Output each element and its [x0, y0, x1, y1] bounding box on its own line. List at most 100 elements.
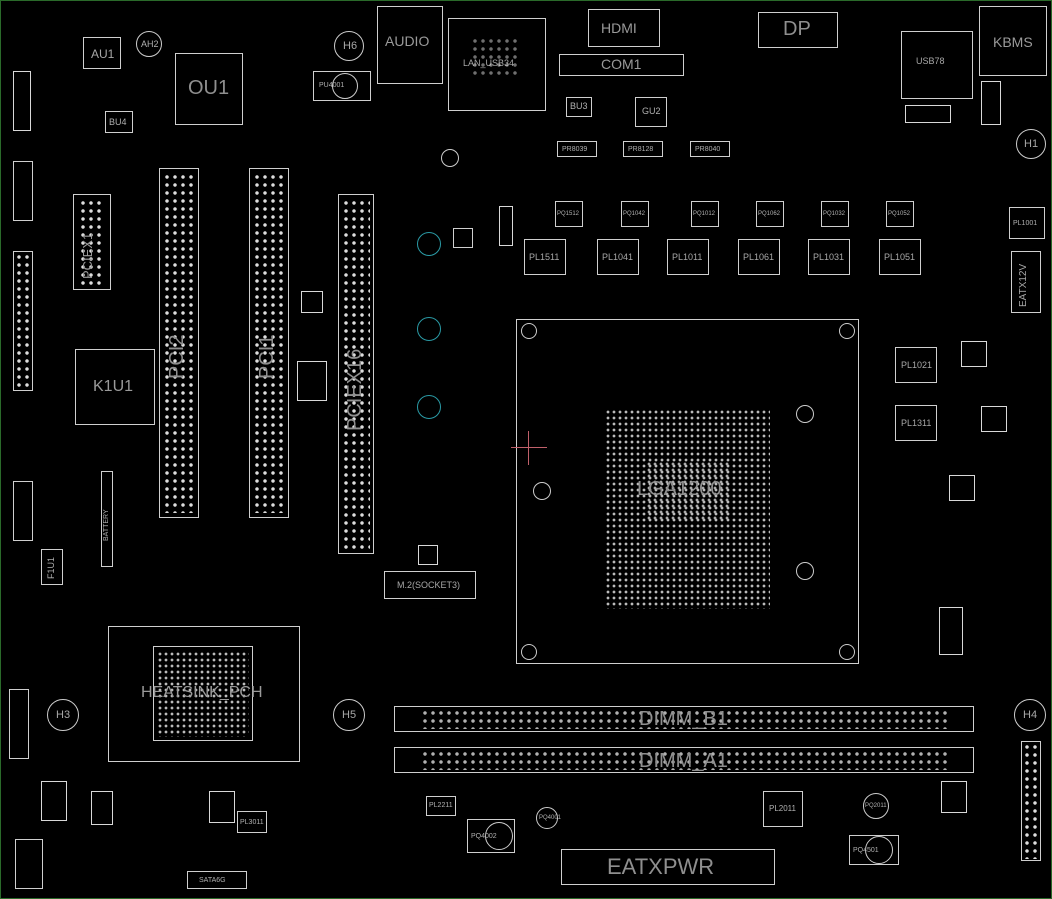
pl2011-inductor[interactable] [763, 791, 803, 827]
pq-1052[interactable] [886, 201, 914, 227]
ou1-chip[interactable] [175, 53, 243, 125]
pr8040[interactable] [690, 141, 730, 157]
smd-13 [13, 71, 31, 131]
pl1011-inductor[interactable] [667, 239, 709, 275]
k1u1-label: K1U1 [93, 378, 134, 395]
cpu-socket[interactable] [516, 319, 859, 664]
h4-label: H4 [1023, 709, 1038, 721]
pr8128[interactable] [623, 141, 663, 157]
smd-12 [941, 781, 967, 813]
fiu1-chip[interactable] [41, 549, 63, 585]
bu3-chip[interactable] [566, 97, 592, 117]
left-header-2[interactable] [13, 161, 33, 221]
left-header-1[interactable] [13, 251, 33, 391]
pl1061-inductor[interactable] [738, 239, 780, 275]
pl1031-inductor[interactable] [808, 239, 850, 275]
left-header-5[interactable] [15, 839, 43, 889]
pq-1062[interactable] [756, 201, 784, 227]
smd-5 [41, 781, 67, 821]
left-header-4[interactable] [9, 689, 29, 759]
sata-label: SATA6G [199, 877, 226, 884]
pq-1032[interactable] [821, 201, 849, 227]
q2-chip[interactable] [453, 228, 473, 248]
pq4001-label: PQ4001 [539, 815, 562, 821]
pl1051-inductor[interactable] [879, 239, 921, 275]
h4-mount [1014, 699, 1046, 731]
sata-connector[interactable] [187, 871, 247, 889]
m2-socket[interactable] [384, 571, 476, 599]
battery[interactable] [101, 471, 113, 567]
lan-usb-connector[interactable] [448, 18, 546, 111]
audio-connector[interactable] [377, 6, 443, 84]
dimm-a1-slot[interactable] [394, 747, 974, 773]
smd-2 [297, 361, 327, 401]
via-2 [417, 317, 441, 341]
pl3011-inductor[interactable] [237, 811, 267, 833]
h6-mount [334, 31, 364, 61]
h5-mount [333, 699, 365, 731]
pq4501-cap [865, 836, 893, 864]
heatsink-label: HEATSINK_PCH [141, 684, 263, 701]
pq4002-cap [485, 822, 513, 850]
pl1311-inductor[interactable] [895, 405, 937, 441]
pl1001-inductor[interactable] [1009, 207, 1045, 239]
q1-cap[interactable] [441, 149, 459, 167]
smd-6 [91, 791, 113, 825]
pr8039[interactable] [557, 141, 597, 157]
hdmi-label: HDMI [601, 20, 637, 36]
pch-bga [157, 651, 249, 737]
pci1-slot[interactable] [249, 168, 289, 518]
pq2011-cap[interactable] [863, 793, 889, 819]
pq-1512[interactable] [555, 201, 583, 227]
pl1041-inductor[interactable] [597, 239, 639, 275]
pcie1-pins [79, 199, 105, 285]
gu2-chip[interactable] [635, 97, 667, 127]
usb78-connector[interactable] [901, 31, 973, 99]
pq4501-chip[interactable] [849, 835, 899, 865]
right-header-1[interactable] [1021, 741, 1041, 861]
eatxpwr-connector[interactable] [561, 849, 775, 885]
pl2211-inductor[interactable] [426, 796, 456, 816]
bu4-chip[interactable] [105, 111, 133, 133]
cpu-hole-tr [839, 323, 855, 339]
dimm-a1-pins [421, 750, 951, 770]
pl1051-label: PL1051 [884, 252, 916, 262]
pl2011-label: PL2011 [769, 804, 796, 813]
dimm-b1-slot[interactable] [394, 706, 974, 732]
dp-connector[interactable] [758, 12, 838, 48]
pq-1042[interactable] [621, 201, 649, 227]
pq-1012[interactable] [691, 201, 719, 227]
au1-label: AU1 [91, 47, 115, 61]
pciex16-slot[interactable] [338, 194, 374, 554]
kbms-connector[interactable] [979, 6, 1047, 76]
pq4001-cap[interactable] [536, 807, 558, 829]
pci2-pins [163, 173, 195, 513]
com1-connector[interactable] [559, 54, 684, 76]
pq4002-chip[interactable] [467, 819, 515, 853]
pch-chip[interactable] [153, 646, 253, 741]
pcie1-slot[interactable] [73, 194, 111, 290]
smd-15 [981, 81, 1001, 125]
smd-3 [949, 475, 975, 501]
pci2-slot[interactable] [159, 168, 199, 518]
pu4001-chip[interactable] [313, 71, 371, 101]
smd-8 [961, 341, 987, 367]
dimm-a1-label: DIMM_A1 [639, 750, 728, 772]
pl1021-inductor[interactable] [895, 347, 937, 383]
smd-4 [939, 607, 963, 655]
au1-chip[interactable] [83, 37, 121, 69]
pu4001-label: PU4001 [319, 82, 345, 89]
h1-mount [1016, 129, 1046, 159]
com1-label: COM1 [601, 56, 642, 72]
hdmi-connector[interactable] [588, 9, 660, 47]
left-header-3[interactable] [13, 481, 33, 541]
k1u1-chip[interactable] [75, 349, 155, 425]
smd-11 [499, 206, 513, 246]
eatx12v-connector[interactable] [1011, 251, 1041, 313]
m2-label: M.2(SOCKET3) [397, 580, 461, 590]
ah2-label: AH2 [141, 39, 159, 49]
pch-heatsink[interactable] [108, 626, 300, 762]
pl1511-inductor[interactable] [524, 239, 566, 275]
marker-h [511, 447, 547, 448]
pci1-label: PCI1 [256, 334, 278, 379]
